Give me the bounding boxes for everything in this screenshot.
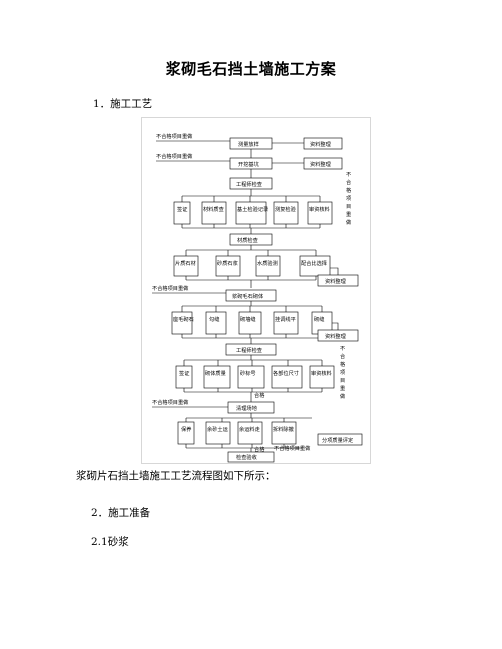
final-item-2-label: 余砂土运 — [207, 425, 229, 433]
final-item-3 — [237, 421, 263, 445]
quality-eval-box — [317, 433, 363, 446]
check2-item-4-label: 各部位尺寸 — [273, 369, 299, 377]
check1-item-1-label: 签证 — [177, 205, 187, 213]
check2-item-1-label: 签证 — [179, 369, 189, 377]
masonry-item-1 — [171, 311, 193, 335]
masonry-item-2 — [205, 311, 227, 335]
masonry-label: 浆砌毛石砌体 — [232, 292, 264, 300]
data-label-4: 资料整理 — [325, 332, 347, 340]
side-vertical-label: 不合格项目重做 — [346, 171, 352, 226]
acceptance-box — [227, 451, 275, 463]
qualified-label-1: 合格 — [254, 391, 265, 399]
final-item-4 — [271, 421, 297, 445]
check2-item-3-label: 砂标号 — [240, 369, 256, 377]
final-item-1-label: 保养 — [181, 425, 191, 433]
masonry-item-3-label: 砌墙缝 — [240, 315, 256, 323]
section-heading-process: 1．施工工艺 — [93, 98, 153, 110]
material-item-4 — [299, 255, 331, 277]
measure-label: 测量放样 — [238, 140, 259, 148]
check1-item-4 — [273, 201, 299, 225]
data-box-3 — [317, 274, 359, 287]
final-item-4-label: 拆料除撤 — [273, 425, 294, 433]
masonry-item-3 — [238, 311, 262, 335]
excavate-label: 开挖基坑 — [238, 160, 259, 168]
qualified-label-2: 合格 — [254, 445, 265, 453]
final-item-1 — [177, 421, 195, 445]
check2-item-2-label: 砌体质量 — [205, 369, 226, 377]
flowchart-svg: 不合格项目重做 测量放样 资料整理 不合格项目重做 开挖基坑 资料整理 工程师检… — [152, 132, 363, 463]
check1-item-5 — [307, 201, 333, 225]
check2-item-5 — [309, 365, 335, 389]
check1-item-1 — [173, 201, 191, 225]
data-label-3: 资料整理 — [325, 277, 347, 285]
data-box-1 — [303, 137, 343, 150]
rework-label-5: 不合格项目重做 — [274, 444, 311, 452]
engineer-check-label-2: 工程师检查 — [236, 346, 262, 354]
rework-label-2: 不合格项目重做 — [156, 152, 193, 160]
figure-caption: 浆砌片石挡土墙施工工艺流程图如下所示： — [76, 470, 276, 482]
material-check-label: 材质检查 — [237, 236, 258, 244]
data-box-2 — [303, 157, 343, 170]
side-vertical-label-2: 不合格项目重做 — [340, 345, 346, 400]
rework-label-3: 不合格项目重做 — [152, 284, 189, 292]
section-heading-mortar: 2.1砂浆 — [91, 536, 129, 548]
check1-item-2-label: 材料质查 — [203, 205, 224, 213]
check2-item-4 — [271, 365, 303, 389]
final-item-2 — [205, 421, 231, 445]
data-box-4 — [317, 329, 359, 342]
document-title: 浆砌毛石挡土墙施工方案 — [165, 60, 337, 78]
check2-item-2 — [203, 365, 231, 389]
check2-item-3 — [237, 365, 265, 389]
process-flowchart: 不合格项目重做 测量放样 资料整理 不合格项目重做 开挖基坑 资料整理 工程师检… — [141, 117, 371, 464]
masonry-item-1-label: 座毛砌石 — [173, 315, 194, 323]
acceptance-label: 检查验收 — [236, 453, 257, 461]
rework-label-1: 不合格项目重做 — [156, 132, 193, 140]
check1-item-3-label: 基土检验记录 — [237, 205, 268, 213]
engineer-check-label-1: 工程师检查 — [236, 180, 262, 188]
check1-item-2 — [201, 201, 227, 225]
material-item-3-label: 水质验测 — [257, 259, 278, 267]
material-item-2-label: 砂质石浆 — [217, 259, 238, 267]
check1-item-5-label: 审资核料 — [309, 205, 330, 213]
data-label-1: 资料整理 — [310, 140, 332, 148]
check2-item-5-label: 审资核料 — [311, 369, 332, 377]
masonry-item-4 — [273, 311, 299, 335]
quality-eval-label: 分项质量评定 — [322, 436, 353, 444]
masonry-item-4-label: 挂调线平 — [275, 315, 296, 323]
rework-label-4: 不合格项目重做 — [152, 398, 189, 406]
check1-item-4-label: 测复检验 — [275, 205, 297, 213]
cleanup-label: 清理场地 — [236, 404, 257, 412]
material-item-4-label: 配合比选择 — [301, 259, 328, 267]
masonry-item-5-label: 砌缝 — [314, 315, 324, 323]
check2-item-1 — [175, 365, 193, 389]
material-item-1-label: 片质石材 — [175, 259, 196, 267]
final-item-3-label: 余运料走 — [239, 425, 260, 433]
data-label-2: 资料整理 — [310, 160, 332, 168]
check1-item-3 — [235, 201, 267, 225]
masonry-item-2-label: 勾缝 — [209, 315, 219, 323]
section-heading-preparation: 2．施工准备 — [91, 507, 151, 519]
